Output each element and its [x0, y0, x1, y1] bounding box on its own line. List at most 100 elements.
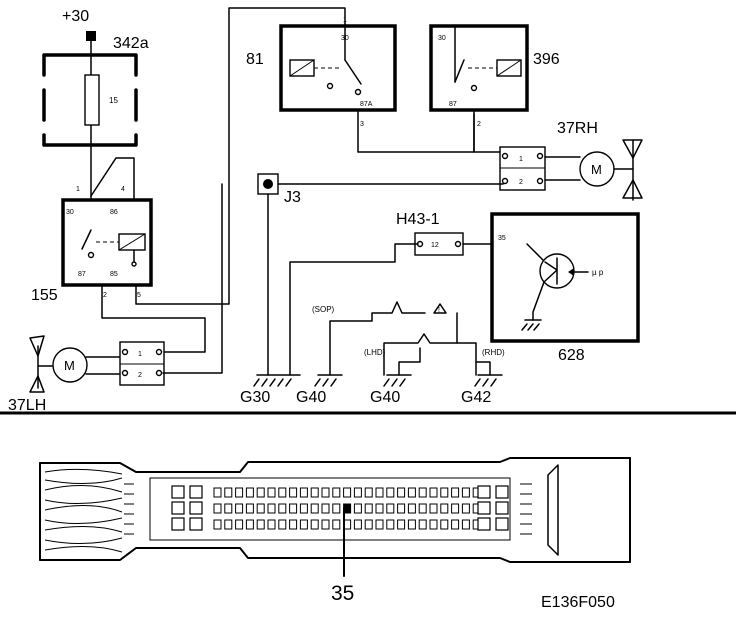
ground-g30 [253, 374, 301, 387]
ground-g42-label: G42 [461, 389, 491, 406]
ecu-pin [429, 503, 438, 514]
ecu-pin [353, 487, 362, 498]
ecu-pin [386, 519, 395, 530]
ecu-pin [418, 487, 427, 498]
ecu-pin [429, 519, 438, 530]
ecu-pin [386, 503, 395, 514]
plus30-label: +30 [62, 8, 89, 25]
ecu-pin [267, 503, 276, 514]
ecu-pin [451, 503, 460, 514]
sensor-628-ground [521, 319, 542, 331]
relay-155-pin2: 2 [103, 292, 107, 299]
ecu-pin [278, 519, 287, 530]
ecu-pin [235, 519, 244, 530]
ecu-pin [299, 503, 308, 514]
ecu-pin [332, 503, 341, 514]
ecu-pin [299, 487, 308, 498]
ecu-pin [256, 519, 265, 530]
ecu-guide-pin [477, 501, 491, 515]
relay-396-switch [454, 59, 465, 83]
connector-37rh-pin2: 2 [519, 179, 523, 186]
ecu-pin [407, 487, 416, 498]
ecu-pin [321, 503, 330, 514]
fuse-box-label: 342a [113, 35, 149, 52]
relay-155-pin5: 5 [137, 292, 141, 299]
ecu-pin [235, 487, 244, 498]
ecu-pin [451, 519, 460, 530]
ecu-pin [332, 519, 341, 530]
wire-81-to-396 [357, 109, 475, 153]
connector-h43-pin: 12 [431, 242, 439, 249]
connector-37lh-pin2: 2 [138, 372, 142, 379]
ecu-pin [451, 487, 460, 498]
ecu-pin [224, 487, 233, 498]
wire-155-pin4 [90, 157, 135, 201]
motor-37rh-label: M [591, 162, 602, 177]
warning-mark: ! [438, 307, 440, 314]
ground-g40-lhd [383, 374, 412, 387]
plus30-terminal [86, 31, 96, 41]
ecu-pin [310, 519, 319, 530]
ecu-pin [461, 487, 470, 498]
ground-g30-label: G30 [240, 389, 270, 406]
ecu-pin [461, 519, 470, 530]
ecu-pin [418, 519, 427, 530]
ecu-guide-pin [495, 485, 509, 499]
ecu-pin [256, 487, 265, 498]
connector-37rh-pin1: 1 [519, 156, 523, 163]
ecu-pin [256, 503, 265, 514]
ecu-pin [429, 487, 438, 498]
motor-37lh [52, 347, 88, 383]
splice-j3-label: J3 [284, 189, 301, 206]
ecu-pin [245, 519, 254, 530]
ecu-pin [353, 519, 362, 530]
rhd-label: (RHD) [482, 348, 505, 357]
ecu-guide-pin [189, 485, 203, 499]
relay-81-pin1: 1 [343, 17, 347, 24]
relay-155-label: 155 [31, 287, 58, 304]
ecu-pin [332, 487, 341, 498]
ecu-pin [407, 519, 416, 530]
relay-155-pin86: 86 [110, 209, 118, 216]
ecu-pin [278, 487, 287, 498]
ecu-pin [397, 503, 406, 514]
ecu-pin-grid [171, 485, 509, 531]
ecu-guide-pin [189, 501, 203, 515]
ecu-guide-pin [171, 485, 185, 499]
ecu-pin [375, 487, 384, 498]
ecu-pin [397, 519, 406, 530]
ecu-pin [461, 503, 470, 514]
sop-label: (SOP) [312, 305, 335, 314]
relay-155-switch [81, 229, 92, 250]
ecu-pin [375, 519, 384, 530]
figure-id: E136F050 [541, 594, 615, 611]
relay-155-pin87: 87 [78, 271, 86, 278]
ecu-guide-pin [171, 517, 185, 531]
motor-37lh-label-text: 37LH [8, 397, 46, 414]
wire-155-pin5-to-81 [135, 7, 346, 305]
ecu-pin [397, 487, 406, 498]
relay-396-pin87: 87 [449, 101, 457, 108]
sensor-628-label: 628 [558, 347, 585, 364]
warning-triangle-icon [433, 303, 447, 314]
relay-155-pin85: 85 [110, 271, 118, 278]
motor-37lh-label: M [64, 358, 75, 373]
fan-37lh [29, 335, 45, 393]
fuse-number: 15 [109, 96, 118, 105]
relay-81-pin87a: 87A [360, 101, 373, 108]
ecu-pin [289, 487, 298, 498]
sensor-628-pin35: 35 [498, 235, 506, 242]
wire-396-to-37rh-1 [473, 109, 504, 153]
connector-h43-label: H43-1 [396, 211, 440, 228]
ecu-pin [364, 519, 373, 530]
ecu-pin [418, 503, 427, 514]
ecu-guide-pin [477, 485, 491, 499]
ecu-guide-pin [495, 517, 509, 531]
ecu-guide-pin [171, 501, 185, 515]
fan-37rh [622, 139, 643, 199]
relay-155-pin4: 4 [121, 186, 125, 193]
ecu-pin [235, 503, 244, 514]
ecu-pin [364, 503, 373, 514]
ecu-pin [289, 503, 298, 514]
